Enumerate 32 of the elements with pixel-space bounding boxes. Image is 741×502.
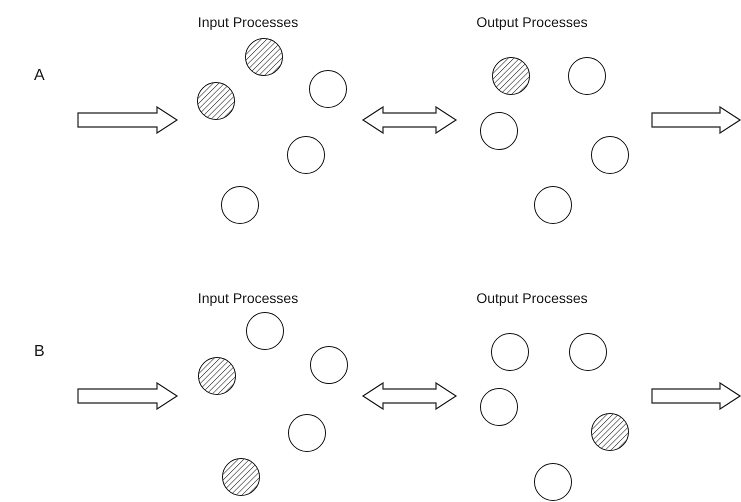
block-arrow	[77, 106, 178, 134]
circle	[534, 463, 572, 501]
group-heading: Output Processes	[476, 289, 588, 308]
circle	[534, 186, 572, 224]
hatched-circle	[591, 413, 629, 451]
block-arrow	[651, 382, 741, 410]
circle	[309, 70, 347, 108]
block-arrow	[651, 106, 741, 134]
block-arrow	[77, 382, 178, 410]
hatched-circle	[245, 38, 283, 76]
circle	[288, 414, 326, 452]
circle	[591, 136, 629, 174]
circle	[221, 186, 259, 224]
circle	[480, 112, 518, 150]
hatched-circle	[198, 357, 236, 395]
group-heading: Input Processes	[198, 289, 298, 308]
circle	[310, 346, 348, 384]
double-block-arrow	[362, 106, 458, 134]
circle	[287, 136, 325, 174]
row-letter: A	[34, 66, 45, 86]
hatched-circle	[492, 57, 530, 95]
hatched-circle	[197, 82, 235, 120]
circle	[569, 333, 607, 371]
group-heading: Output Processes	[476, 13, 588, 32]
double-block-arrow	[362, 382, 458, 410]
group-heading: Input Processes	[198, 13, 298, 32]
row-letter: B	[34, 342, 45, 362]
circle	[491, 333, 529, 371]
circle	[480, 388, 518, 426]
circle	[568, 57, 606, 95]
hatched-circle	[222, 458, 260, 496]
circle	[246, 312, 284, 350]
